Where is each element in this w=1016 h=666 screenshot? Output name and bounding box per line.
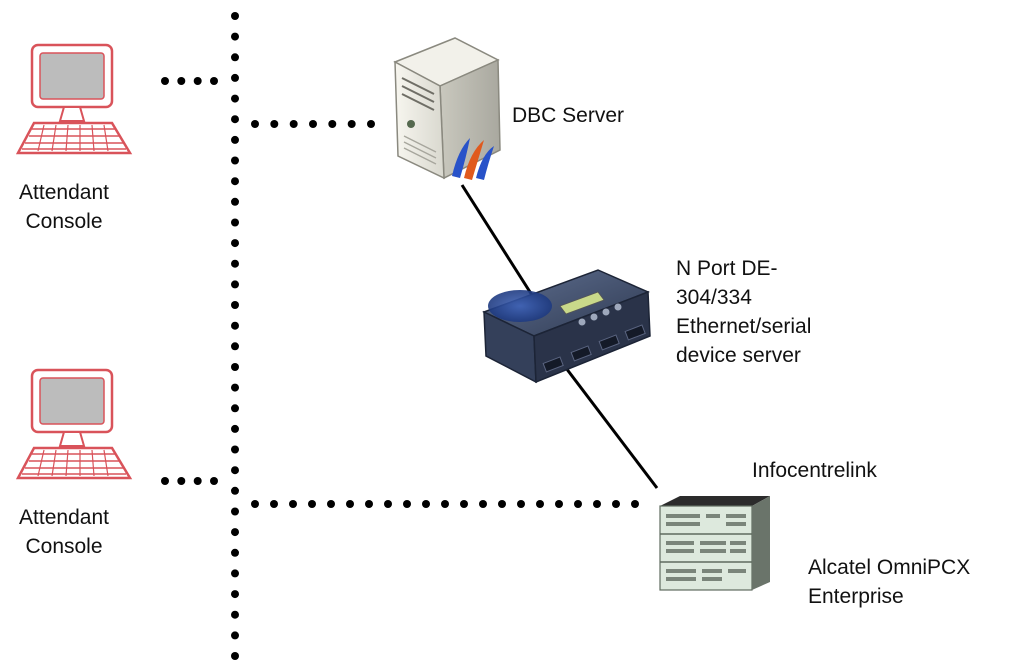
lan-dot — [161, 477, 169, 485]
lan-dot — [346, 500, 354, 508]
lan-dot — [231, 383, 239, 392]
cable-nport-to-pbx — [564, 367, 659, 489]
lan-dot — [177, 77, 186, 85]
lan-dot — [403, 500, 411, 508]
lan-dot — [593, 500, 601, 508]
lan-dot — [231, 156, 239, 165]
lan-dot — [177, 477, 186, 485]
dbc-server-label: DBC Server — [512, 104, 625, 127]
attendant-console-bottom-label: Attendant Console — [0, 503, 128, 561]
lan-link-console-top — [161, 77, 218, 85]
lan-dot — [231, 12, 239, 20]
attendant-console-bottom-line2: Console — [25, 535, 103, 558]
lan-dot — [270, 120, 279, 128]
lan-link-console-bottom — [161, 477, 218, 485]
lan-dot — [270, 500, 278, 508]
lan-dot — [231, 528, 239, 537]
lan-dot — [517, 500, 525, 508]
lan-dot — [347, 120, 356, 128]
lan-dot — [210, 477, 218, 485]
lan-dot — [231, 507, 239, 516]
lan-dot — [367, 120, 375, 128]
lan-backbone-vertical — [231, 12, 239, 660]
lan-dot — [631, 500, 639, 508]
nport-label-line1: N Port DE- — [676, 257, 778, 280]
lan-dot — [231, 342, 239, 351]
lan-dot — [328, 120, 337, 128]
attendant-console-top-line1: Attendant — [19, 181, 109, 204]
lan-dotted-lines — [161, 12, 639, 660]
lan-dot — [231, 445, 239, 454]
lan-dot — [231, 590, 239, 599]
lan-dot — [231, 115, 239, 124]
lan-dot — [308, 500, 316, 508]
lan-dot — [289, 500, 297, 508]
lan-dot — [479, 500, 487, 508]
lan-dot — [231, 32, 239, 41]
lan-dot — [231, 53, 239, 62]
lan-dot — [289, 120, 298, 128]
nport-device-label: N Port DE- 304/334 Ethernet/serial devic… — [676, 254, 811, 370]
lan-link-pbx — [251, 500, 639, 508]
lan-dot — [251, 500, 259, 508]
lan-dot — [193, 477, 202, 485]
lan-dot — [231, 135, 239, 144]
lan-dot — [210, 77, 218, 85]
lan-dot — [574, 500, 582, 508]
lan-dot — [327, 500, 335, 508]
lan-dot — [231, 94, 239, 103]
alcatel-omnipcx-label: Alcatel OmniPCX Enterprise — [808, 553, 970, 611]
lan-dot — [231, 177, 239, 186]
lan-dot — [231, 466, 239, 475]
lan-dot — [231, 486, 239, 495]
attendant-console-bottom-line1: Attendant — [19, 506, 109, 529]
lan-dot — [231, 321, 239, 330]
lan-dot — [231, 569, 239, 578]
lan-dot — [365, 500, 373, 508]
lan-dot — [422, 500, 430, 508]
lan-dot — [231, 631, 239, 640]
nport-label-line2: 304/334 — [676, 286, 752, 309]
computer-icon — [15, 43, 133, 155]
computer-icon — [15, 368, 133, 480]
lan-dot — [251, 120, 259, 128]
attendant-console-top-line2: Console — [25, 210, 103, 233]
lan-dot — [441, 500, 449, 508]
lan-dot — [193, 77, 202, 85]
lan-dot — [231, 259, 239, 268]
lan-dot — [161, 77, 169, 85]
lan-dot — [536, 500, 544, 508]
alcatel-label-line1: Alcatel OmniPCX — [808, 556, 971, 579]
attendant-console-top-label: Attendant Console — [0, 178, 128, 236]
nport-label-line3: Ethernet/serial — [676, 315, 812, 338]
lan-dot — [498, 500, 506, 508]
lan-dot — [231, 610, 239, 619]
lan-dot — [612, 500, 620, 508]
lan-dot — [460, 500, 468, 508]
lan-dot — [231, 424, 239, 433]
infocentrelink-label: Infocentrelink — [752, 459, 877, 482]
lan-dot — [231, 404, 239, 413]
pbx-stack-icon — [659, 496, 770, 591]
lan-dot — [231, 197, 239, 206]
lan-dot — [555, 500, 563, 508]
lan-dot — [231, 301, 239, 309]
lan-dot — [231, 280, 239, 289]
lan-dot — [231, 73, 239, 82]
nport-label-line4: device server — [676, 344, 801, 367]
alcatel-label-line2: Enterprise — [808, 585, 904, 608]
lan-dot — [231, 363, 239, 371]
lan-dot — [384, 500, 392, 508]
lan-dot — [309, 120, 317, 128]
lan-link-server — [251, 120, 375, 128]
lan-dot — [231, 548, 239, 557]
database-logo-icon — [452, 138, 494, 180]
lan-dot — [231, 218, 239, 227]
lan-dot — [231, 239, 239, 248]
lan-dot — [231, 652, 239, 660]
device-server-icon — [482, 269, 651, 384]
server-tower-icon — [393, 37, 501, 180]
